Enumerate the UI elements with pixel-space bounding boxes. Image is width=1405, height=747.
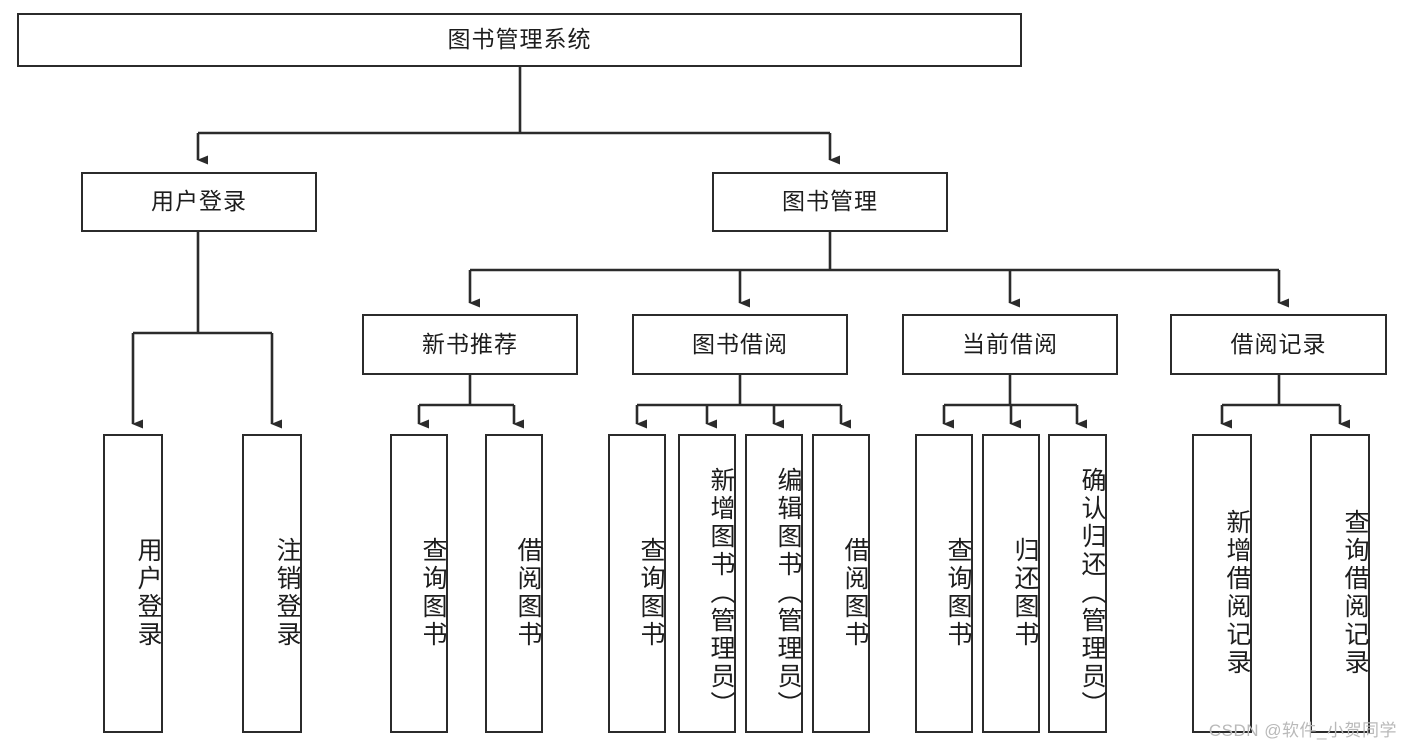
node-leaf-query-book-1[interactable]: 查询图书 — [390, 434, 448, 733]
node-leaf-query-record-label: 查询借阅记录 — [1341, 508, 1369, 677]
node-leaf-add-record-label: 新增借阅记录 — [1223, 508, 1251, 677]
node-leaf-add-book[interactable]: 新增图书（管理员） — [678, 434, 736, 733]
node-leaf-query-book-3-label: 查询图书 — [944, 536, 972, 649]
node-leaf-edit-book[interactable]: 编辑图书（管理员） — [745, 434, 803, 733]
csdn-watermark: CSDN @软件_小贺同学 — [1208, 721, 1397, 740]
node-leaf-borrow-book-1-label: 借阅图书 — [514, 536, 542, 649]
node-leaf-query-book-2[interactable]: 查询图书 — [608, 434, 666, 733]
node-leaf-edit-book-label: 编辑图书（管理员） — [774, 466, 802, 719]
node-leaf-user-login-label: 用户登录 — [134, 536, 162, 649]
node-current-borrow[interactable]: 当前借阅 — [902, 314, 1118, 375]
node-book-borrow[interactable]: 图书借阅 — [632, 314, 848, 375]
node-root-label: 图书管理系统 — [447, 26, 592, 53]
node-leaf-borrow-book-1[interactable]: 借阅图书 — [485, 434, 543, 733]
node-leaf-return-book-label: 归还图书 — [1011, 536, 1039, 649]
node-leaf-user-logout-label: 注销登录 — [273, 536, 301, 649]
node-book-management[interactable]: 图书管理 — [712, 172, 948, 232]
node-current-borrow-label: 当前借阅 — [962, 330, 1058, 357]
node-borrow-record[interactable]: 借阅记录 — [1170, 314, 1387, 375]
node-leaf-query-book-1-label: 查询图书 — [419, 536, 447, 649]
node-book-borrow-label: 图书借阅 — [692, 330, 788, 357]
node-leaf-borrow-book-2[interactable]: 借阅图书 — [812, 434, 870, 733]
node-leaf-query-book-3[interactable]: 查询图书 — [915, 434, 973, 733]
node-leaf-query-record[interactable]: 查询借阅记录 — [1310, 434, 1370, 733]
node-borrow-record-label: 借阅记录 — [1230, 330, 1327, 357]
node-leaf-confirm-return-label: 确认归还（管理员） — [1078, 466, 1106, 719]
node-leaf-add-record[interactable]: 新增借阅记录 — [1192, 434, 1252, 733]
node-book-management-label: 图书管理 — [782, 188, 878, 215]
node-leaf-confirm-return[interactable]: 确认归还（管理员） — [1048, 434, 1107, 733]
node-user-login[interactable]: 用户登录 — [81, 172, 317, 232]
node-user-login-label: 用户登录 — [151, 188, 247, 215]
node-leaf-return-book[interactable]: 归还图书 — [982, 434, 1040, 733]
node-new-book-recommend-label: 新书推荐 — [422, 330, 518, 357]
node-leaf-borrow-book-2-label: 借阅图书 — [841, 536, 869, 649]
node-leaf-query-book-2-label: 查询图书 — [637, 536, 665, 649]
node-new-book-recommend[interactable]: 新书推荐 — [362, 314, 578, 375]
node-leaf-add-book-label: 新增图书（管理员） — [707, 466, 735, 719]
node-leaf-user-logout[interactable]: 注销登录 — [242, 434, 302, 733]
node-leaf-user-login[interactable]: 用户登录 — [103, 434, 163, 733]
node-root[interactable]: 图书管理系统 — [17, 13, 1022, 67]
